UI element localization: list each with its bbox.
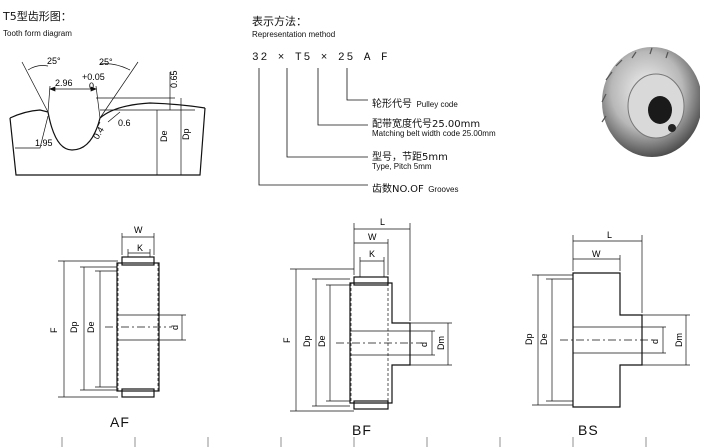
- dim-angle-right: 25°: [99, 57, 113, 67]
- bf-dim-dm: Dm: [436, 336, 446, 350]
- representation-code: 32 × T5 × 25 A F: [252, 52, 390, 64]
- tooth-form-title-en: Tooth form diagram: [3, 29, 72, 38]
- dim-height: 0.65: [169, 70, 179, 88]
- pulley-af-drawing: W K F Dp De d: [49, 225, 186, 398]
- dim-angle-left: 25°: [47, 56, 61, 66]
- pulley-bs-caption: BS: [578, 422, 599, 438]
- dim-de: De: [159, 130, 169, 142]
- dim-radius-big: 0.6: [118, 118, 131, 128]
- af-dim-dp: Dp: [69, 321, 79, 333]
- label-grooves: 齿数NO.OF Grooves: [372, 179, 458, 197]
- representation-title-en: Representation method: [252, 30, 336, 39]
- af-dim-w: W: [134, 225, 143, 235]
- pulley-bf-drawing: L W K F Dp De d Dm: [282, 217, 452, 412]
- af-dim-f: F: [49, 327, 59, 333]
- representation-leaders: [258, 68, 368, 186]
- pulley-photo: [601, 47, 700, 157]
- pulley-bs-drawing: L W Dp De d Dm: [524, 230, 690, 408]
- bf-dim-dp: Dp: [302, 335, 312, 347]
- dim-width: 2.96: [55, 78, 73, 88]
- bs-dim-l: L: [607, 230, 612, 240]
- label-type-pitch-cn: 型号，节距5mm: [372, 152, 448, 163]
- bottom-ticks: [61, 437, 647, 447]
- label-grooves-en: Grooves: [428, 185, 459, 194]
- af-dim-de: De: [86, 321, 96, 333]
- bf-dim-l: L: [380, 217, 385, 227]
- bs-dim-d: d: [650, 339, 660, 344]
- tooth-form-diagram: 25° 25° 2.96 +0.05 0 0.65 0.4 0.6 1.95 D…: [9, 56, 206, 176]
- label-type-pitch-en: Type, Pitch 5mm: [372, 162, 432, 171]
- bf-dim-de: De: [317, 335, 327, 347]
- tooth-form-title-cn: T5型齿形图：: [3, 10, 72, 23]
- bf-dim-k: K: [369, 249, 375, 259]
- label-pulley-code: 轮形代号 Pulley code: [372, 94, 458, 112]
- dim-tol-plus: +0.05: [82, 72, 105, 82]
- label-pulley-code-cn: 轮形代号: [372, 99, 412, 110]
- bf-dim-d: d: [419, 342, 429, 347]
- bs-dim-dm: Dm: [674, 333, 684, 347]
- dim-tol-zero: 0: [89, 81, 94, 91]
- bs-dim-de: De: [539, 333, 549, 345]
- pulley-af-caption: AF: [110, 414, 130, 430]
- af-dim-d: d: [170, 325, 180, 330]
- bf-dim-w: W: [368, 232, 377, 242]
- pulley-bf-caption: BF: [352, 422, 372, 438]
- bs-dim-dp: Dp: [524, 333, 534, 345]
- bs-dim-w: W: [592, 249, 601, 259]
- label-belt-width-en: Matching belt width code 25.00mm: [372, 129, 496, 138]
- representation-title-cn: 表示方法：: [252, 15, 307, 28]
- label-belt-width-cn: 配带宽度代号25.00mm: [372, 119, 481, 130]
- label-grooves-cn: 齿数NO.OF: [372, 184, 424, 195]
- af-dim-k: K: [137, 243, 143, 253]
- bf-dim-f: F: [282, 337, 292, 343]
- dim-dp: Dp: [181, 128, 191, 140]
- dim-depth: 1.95: [35, 138, 53, 148]
- label-pulley-code-en: Pulley code: [416, 100, 458, 109]
